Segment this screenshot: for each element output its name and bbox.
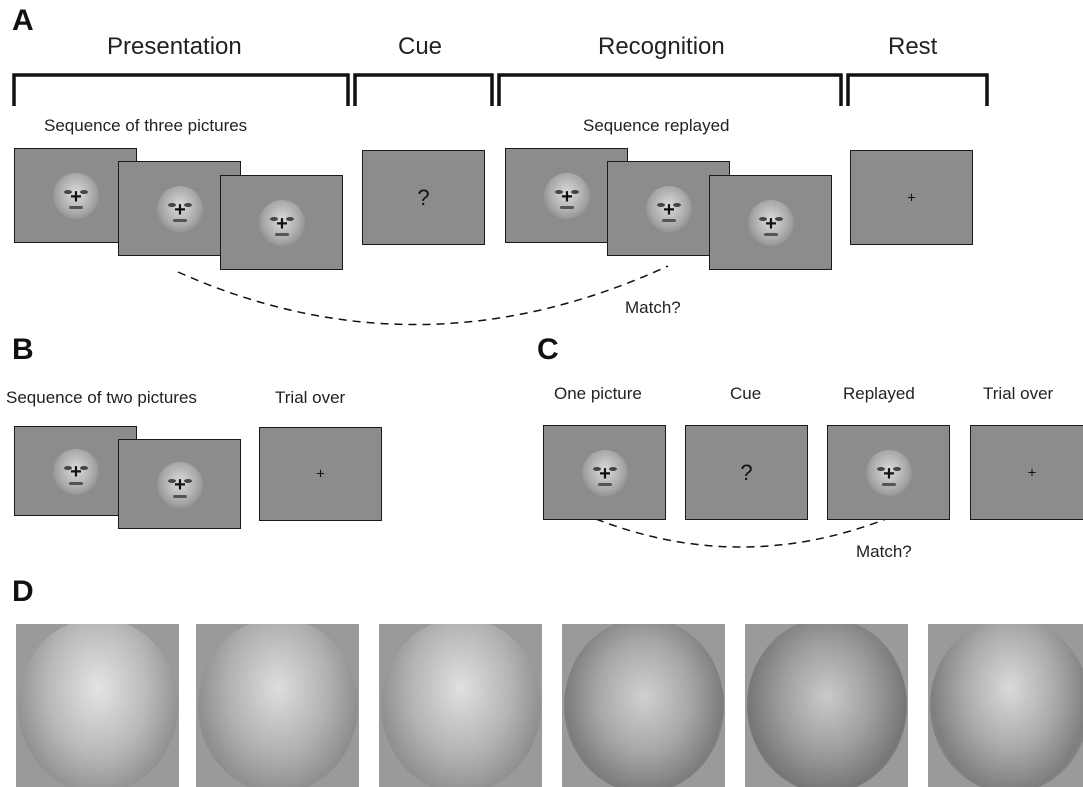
label-sequence-three: Sequence of three pictures <box>44 116 248 135</box>
label-trial-over-c: Trial over <box>983 384 1054 403</box>
stimulus-face-3 <box>379 624 542 787</box>
fixation-cross-icon: + <box>883 463 895 485</box>
panel-a-letter: A <box>12 4 34 37</box>
recognition-screen-3: + <box>709 175 832 270</box>
rest-fixation-cross: + <box>1027 464 1037 481</box>
panel-c-letter: C <box>537 333 559 366</box>
match-label-a: Match? <box>625 298 681 317</box>
fixation-cross-icon: + <box>599 463 611 485</box>
face-stimulus-icon <box>866 450 912 496</box>
panel-b-letter: B <box>12 333 34 366</box>
rest-fixation-cross: + <box>907 189 916 206</box>
fixation-cross-icon: + <box>561 186 573 208</box>
house-photo-icon <box>564 624 724 787</box>
face-photo-icon <box>198 624 358 787</box>
face-stimulus-icon <box>53 173 99 219</box>
b-trial-over-screen: + <box>259 427 382 521</box>
fixation-cross-icon: + <box>276 213 288 235</box>
label-cue-c: Cue <box>730 384 762 403</box>
face-photo-icon <box>18 624 178 787</box>
phase-cue-label: Cue <box>398 33 443 60</box>
bracket-recognition <box>497 73 843 106</box>
match-arc-a <box>177 265 669 326</box>
phase-rest-label: Rest <box>888 33 938 60</box>
panel-d-letter: D <box>12 575 34 608</box>
rest-fixation-cross: + <box>316 465 325 483</box>
bracket-cue <box>353 73 494 106</box>
face-stimulus-icon <box>157 186 203 232</box>
phase-recognition-label: Recognition <box>598 33 725 60</box>
fixation-cross-icon: + <box>70 186 82 208</box>
house-photo-icon <box>747 624 907 787</box>
bracket-rest <box>846 73 989 106</box>
phase-presentation-label: Presentation <box>107 33 242 60</box>
stimulus-house-2 <box>745 624 908 787</box>
cue-question-mark: ? <box>417 184 430 210</box>
face-stimulus-icon <box>646 186 692 232</box>
bracket-presentation <box>12 73 350 106</box>
c-replayed-screen: + <box>827 425 950 520</box>
cue-screen: ? <box>362 150 485 245</box>
face-stimulus-icon <box>544 173 590 219</box>
stimulus-face-1 <box>16 624 179 787</box>
fixation-cross-icon: + <box>174 474 186 496</box>
label-trial-over-b: Trial over <box>275 388 346 407</box>
face-stimulus-icon <box>748 200 794 246</box>
b-screen-2: + <box>118 439 241 529</box>
face-stimulus-icon <box>53 449 99 495</box>
match-arc-c <box>595 518 887 548</box>
fixation-cross-icon: + <box>174 199 186 221</box>
face-photo-icon <box>381 624 541 787</box>
label-replayed: Replayed <box>843 384 915 403</box>
label-sequence-replayed: Sequence replayed <box>583 116 730 135</box>
stimulus-house-1 <box>562 624 725 787</box>
label-sequence-two: Sequence of two pictures <box>6 388 197 407</box>
fixation-cross-icon: + <box>663 199 675 221</box>
face-stimulus-icon <box>582 450 628 496</box>
c-trial-over-screen: + <box>970 425 1083 520</box>
stimulus-face-2 <box>196 624 359 787</box>
face-stimulus-icon <box>157 462 203 508</box>
fixation-cross-icon: + <box>70 461 82 483</box>
house-photo-icon <box>930 624 1083 787</box>
c-one-picture-screen: + <box>543 425 666 520</box>
face-stimulus-icon <box>259 200 305 246</box>
c-cue-screen: ? <box>685 425 808 520</box>
label-one-picture: One picture <box>554 384 642 403</box>
fixation-cross-icon: + <box>765 213 777 235</box>
stimulus-house-3 <box>928 624 1083 787</box>
rest-screen: + <box>850 150 973 245</box>
match-label-c: Match? <box>856 542 912 561</box>
cue-question-mark: ? <box>740 459 753 485</box>
presentation-screen-3: + <box>220 175 343 270</box>
presentation-screen-1: + <box>14 148 137 243</box>
